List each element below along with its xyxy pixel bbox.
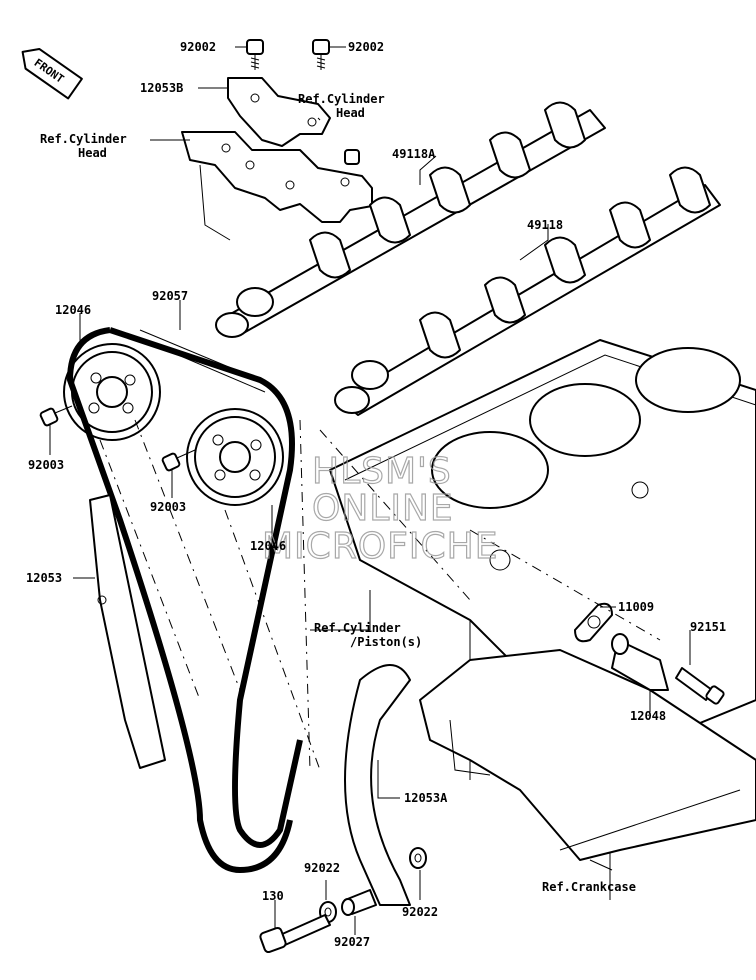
gasket-11009 xyxy=(574,602,613,643)
camshaft-49118a xyxy=(215,101,606,338)
watermark-line-2: ONLINE xyxy=(312,488,454,529)
label-92002-left: 92002 xyxy=(180,40,216,54)
label-92003-middle: 92003 xyxy=(150,500,186,514)
label-92022-left: 92022 xyxy=(304,861,340,875)
label-92022-right: 92022 xyxy=(402,905,438,919)
cam-cap-12053b xyxy=(227,77,360,165)
label-92027: 92027 xyxy=(334,935,370,949)
label-11009: 11009 xyxy=(618,600,654,614)
bolt-130 xyxy=(259,914,331,954)
label-12053b: 12053B xyxy=(140,81,183,95)
label-ref-cyl-head-left-1: Ref.Cylinder xyxy=(40,132,127,146)
bolt-92003-middle xyxy=(161,449,196,472)
washer-92022-right xyxy=(409,847,427,869)
tensioner-guide-12053a xyxy=(344,664,411,906)
label-49118a: 49118A xyxy=(392,147,436,161)
label-ref-crankcase: Ref.Crankcase xyxy=(542,880,636,894)
bolt-92002-right xyxy=(312,39,330,70)
label-92003-left: 92003 xyxy=(28,458,64,472)
label-ref-cyl-head-top-2: Head xyxy=(336,106,365,120)
sprocket-12046-middle xyxy=(186,408,284,506)
label-12046-middle: 12046 xyxy=(250,539,286,553)
label-ref-cyl-head-top-1: Ref.Cylinder xyxy=(298,92,385,106)
camshaft-49118 xyxy=(334,166,721,416)
label-12053a: 12053A xyxy=(404,791,448,805)
label-ref-cyl-head-left-2: Head xyxy=(78,146,107,160)
watermark-line-3: MICROFICHE xyxy=(262,526,498,567)
label-12053: 12053 xyxy=(26,571,62,585)
label-92002-right: 92002 xyxy=(348,40,384,54)
leader-lines xyxy=(49,46,691,935)
chain-guide-12053 xyxy=(89,494,166,769)
label-130: 130 xyxy=(262,889,284,903)
label-49118: 49118 xyxy=(527,218,563,232)
label-ref-cyl-piston-1: Ref.Cylinder xyxy=(314,621,401,635)
front-arrow-badge: FRONT xyxy=(21,47,83,100)
label-ref-cyl-piston-2: /Piston(s) xyxy=(350,635,422,649)
cylinder-head-left-fragment xyxy=(181,131,373,241)
bolt-92002-left xyxy=(246,39,264,70)
label-12048: 12048 xyxy=(630,709,666,723)
bolt-92151 xyxy=(675,667,725,705)
bolt-92003-left xyxy=(39,405,73,427)
collar-92027 xyxy=(341,889,377,916)
watermark-line-1: HLSM'S xyxy=(312,451,452,492)
timing-chain-92057 xyxy=(67,327,303,873)
sprocket-12046-upper xyxy=(63,343,161,441)
label-92151: 92151 xyxy=(690,620,726,634)
label-92057: 92057 xyxy=(152,289,188,303)
tensioner-12048 xyxy=(611,633,669,691)
label-12046-top: 12046 xyxy=(55,303,91,317)
alignment-lines xyxy=(99,419,661,771)
watermark: HLSM'S ONLINE MICROFICHE xyxy=(261,450,498,567)
part-labels: 92002 92002 12053B Ref.Cylinder Head Ref… xyxy=(26,40,726,949)
crankcase-fragment xyxy=(419,649,756,861)
